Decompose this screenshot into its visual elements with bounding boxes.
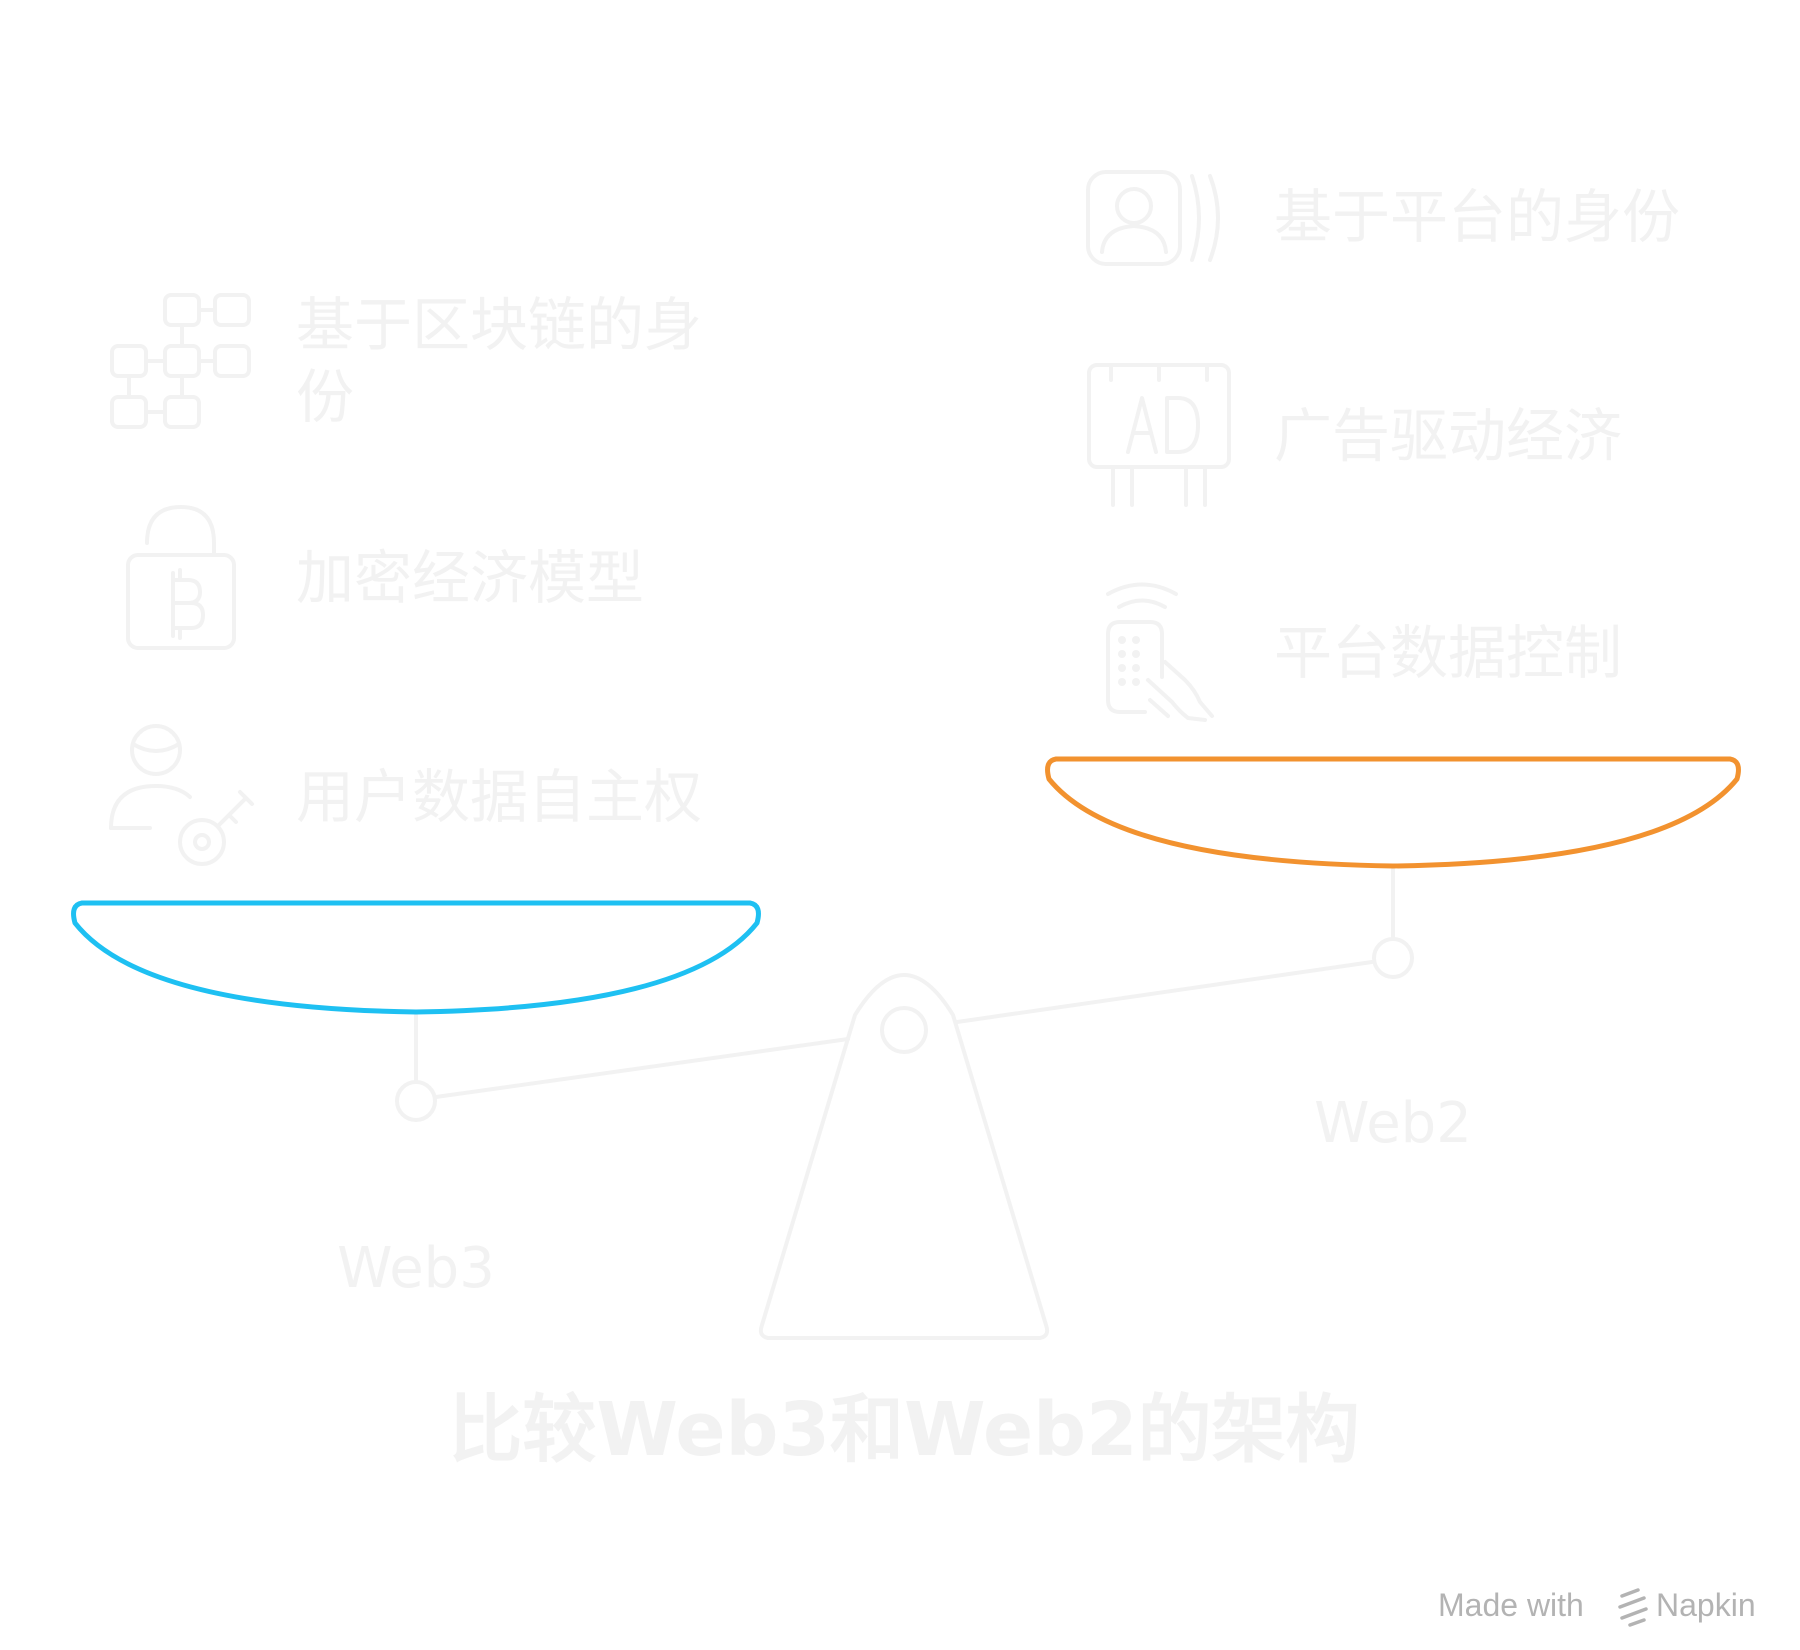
- credit-prefix: Made with: [1438, 1587, 1584, 1623]
- scale: [71, 756, 1741, 1340]
- web2-item-1-line1: 基于平台的身份: [1274, 183, 1680, 251]
- web2-item-platform-identity: 基于平台的身份: [1086, 170, 1680, 266]
- left-joint: [395, 1080, 437, 1122]
- phone-touch-icon: [1106, 582, 1214, 722]
- diagram-title: 比较Web3和Web2的架构: [448, 1387, 1359, 1473]
- beam-left: [434, 1037, 850, 1099]
- bitcoin-lock-icon: [126, 505, 236, 650]
- web2-pan: [1045, 756, 1741, 869]
- scale-fulcrum: [758, 973, 1050, 1340]
- web3-item-user-data-sovereignty: 用户数据自主权: [109, 724, 702, 866]
- made-with-credit: Made with Napkin: [1438, 1587, 1756, 1627]
- ad-billboard-icon: [1087, 363, 1231, 507]
- web3-item-blockchain-identity: 基于区块链的身 份: [110, 291, 702, 431]
- web2-item-3-line1: 平台数据控制: [1274, 619, 1622, 687]
- user-key-icon: [109, 724, 254, 866]
- web3-label: Web3: [337, 1236, 495, 1301]
- web2-item-ad-economy: 广告驱动经济: [1087, 363, 1622, 507]
- beam-right: [955, 960, 1374, 1024]
- napkin-logo-icon: [1618, 1588, 1648, 1627]
- web3-pan: [71, 900, 761, 1015]
- web3-item-3-line1: 用户数据自主权: [296, 763, 702, 831]
- fulcrum-pivot: [880, 1006, 928, 1054]
- web3-item-2-line1: 加密经济模型: [296, 544, 644, 612]
- web2-item-platform-data-control: 平台数据控制: [1106, 582, 1622, 722]
- web3-item-1-line2: 份: [296, 363, 354, 431]
- web3-item-crypto-economy: 加密经济模型: [126, 505, 644, 650]
- web2-item-2-line1: 广告驱动经济: [1274, 402, 1622, 470]
- web3-item-1-line1: 基于区块链的身: [296, 291, 702, 359]
- credit-brand: Napkin: [1656, 1587, 1756, 1623]
- profile-card-icon: [1086, 170, 1220, 266]
- blockchain-icon: [110, 293, 251, 429]
- web2-label: Web2: [1314, 1091, 1472, 1156]
- right-joint: [1372, 937, 1414, 979]
